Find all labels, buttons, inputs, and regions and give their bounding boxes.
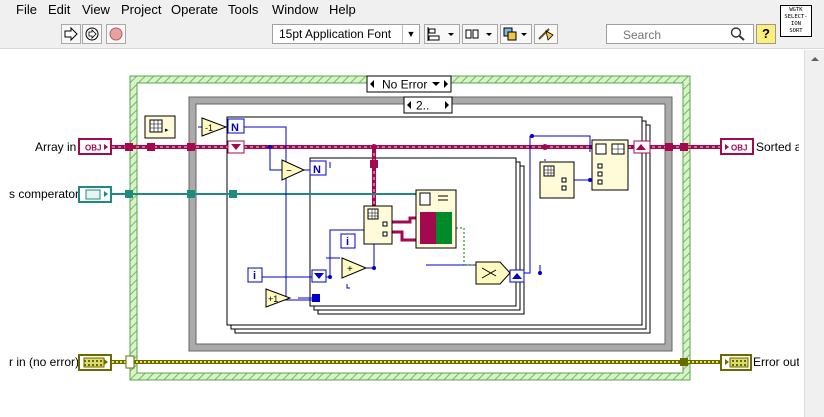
menu-file[interactable]: File: [16, 2, 37, 17]
decrement-node[interactable]: -1: [201, 117, 228, 137]
vi-icon-line-4: SORT: [789, 28, 803, 34]
vi-icon-line-2: SELECT-: [784, 14, 808, 20]
vi-icon-line-3: ION: [791, 21, 801, 27]
run-continuously-icon: [85, 27, 99, 41]
shift-register-left[interactable]: [227, 140, 245, 154]
distribute-icon: [465, 29, 492, 39]
error-out-terminal[interactable]: [720, 354, 752, 371]
menu-help[interactable]: Help: [329, 2, 356, 17]
decrement-label: -1: [205, 123, 213, 133]
menu-project[interactable]: Project: [121, 2, 162, 17]
distribute-objects-button[interactable]: [462, 24, 498, 44]
toolbar: 15pt Application Font ▼ ?: [0, 20, 824, 49]
add-label: +: [347, 264, 353, 275]
scroll-up-arrow-icon[interactable]: [806, 52, 824, 66]
inner-case-selector-label: 2..: [416, 99, 429, 113]
abort-button[interactable]: [106, 24, 126, 44]
menu-window[interactable]: Window: [272, 2, 319, 17]
inner-tunnel-object: [370, 160, 378, 168]
inner-loop-count-N: N: [313, 164, 321, 176]
inner-shift-register-right[interactable]: [509, 269, 525, 283]
search-input[interactable]: [621, 27, 725, 43]
menu-view[interactable]: View: [82, 2, 110, 17]
loop-count-N: N: [231, 122, 239, 134]
sorted-terminal-label: OBJ: [731, 144, 747, 153]
cleanup-diagram-button[interactable]: [534, 24, 558, 44]
iteration-terminal[interactable]: i: [247, 267, 263, 283]
reorder-button[interactable]: [500, 24, 532, 44]
inner-shift-register-left[interactable]: [311, 269, 327, 283]
select-node[interactable]: [475, 261, 511, 285]
increment-inner-case-icon[interactable]: [445, 101, 449, 109]
cleanup-icon: [538, 28, 554, 41]
menu-tools[interactable]: Tools: [228, 2, 259, 17]
svg-text:−: −: [286, 166, 292, 177]
decrement-case-icon[interactable]: [370, 80, 374, 88]
context-help-button[interactable]: ?: [756, 24, 776, 44]
font-select-value: 15pt Application Font: [279, 27, 392, 41]
comparator-terminal[interactable]: [78, 186, 112, 203]
error-out-label: Error out: [753, 355, 799, 369]
case-selector[interactable]: No Error: [366, 75, 452, 93]
menu-edit[interactable]: Edit: [48, 2, 71, 17]
iteration-i: i: [253, 270, 256, 282]
block-diagram: No Error 2..: [8, 50, 799, 417]
array-in-terminal[interactable]: OBJ: [78, 138, 112, 155]
run-continuously-button[interactable]: [82, 24, 102, 44]
run-arrow-icon: [64, 26, 78, 42]
reorder-icon: [503, 27, 527, 41]
inner-tunnel: [312, 294, 320, 302]
chevron-down-icon: ▼: [402, 25, 419, 43]
inner-case-selector[interactable]: 2..: [403, 96, 453, 114]
error-in-label: r in (no error): [9, 355, 79, 369]
vertical-scrollbar[interactable]: [804, 50, 824, 417]
run-button[interactable]: [61, 24, 81, 44]
inner-iteration-i: i: [346, 236, 349, 248]
inner-loop-count-terminal[interactable]: N: [309, 160, 327, 176]
menu-bar: File Edit View Project Operate Tools Win…: [0, 0, 824, 20]
error-in-terminal[interactable]: [78, 354, 112, 371]
vi-icon-line-1: WGTK: [789, 7, 803, 13]
add-node[interactable]: +: [341, 257, 368, 279]
case-dropdown-icon[interactable]: [432, 82, 440, 86]
vi-icon[interactable]: WGTK SELECT- ION SORT: [780, 5, 812, 37]
comparator-label: s comperator: [9, 187, 79, 201]
increment-label: +1: [268, 294, 278, 304]
sorted-array-label: Sorted a: [756, 140, 799, 154]
decrement-inner-case-icon[interactable]: [407, 101, 411, 109]
font-select[interactable]: 15pt Application Font ▼: [272, 24, 420, 44]
array-in-terminal-label: OBJ: [85, 144, 101, 153]
menu-operate[interactable]: Operate: [171, 2, 218, 17]
index-array-node-2[interactable]: [539, 161, 575, 199]
help-question-icon: ?: [762, 26, 770, 41]
inner-iteration-terminal[interactable]: i: [340, 233, 356, 249]
align-icon: [427, 27, 454, 41]
comparator-call-node[interactable]: [415, 189, 457, 249]
increment-case-icon[interactable]: [444, 80, 448, 88]
increment-node[interactable]: +1: [265, 288, 292, 308]
case-selector-label: No Error: [382, 78, 427, 92]
sorted-array-terminal[interactable]: OBJ: [720, 138, 754, 155]
loop-count-terminal[interactable]: N: [227, 118, 245, 134]
align-objects-button[interactable]: [424, 24, 460, 44]
wire-junctions: [268, 134, 592, 279]
stop-icon: [109, 27, 123, 41]
object-wire-junctions: [149, 144, 548, 150]
shift-register-right[interactable]: [633, 140, 651, 154]
search-icon[interactable]: [729, 26, 747, 42]
index-array-node[interactable]: [363, 205, 393, 245]
array-size-node[interactable]: ▸: [144, 115, 176, 139]
replace-array-subset-node[interactable]: [591, 139, 629, 191]
search-box[interactable]: [606, 24, 754, 44]
svg-text:▸: ▸: [165, 127, 169, 134]
array-in-label: Array in: [35, 140, 76, 154]
subtract-node[interactable]: −: [281, 159, 306, 181]
